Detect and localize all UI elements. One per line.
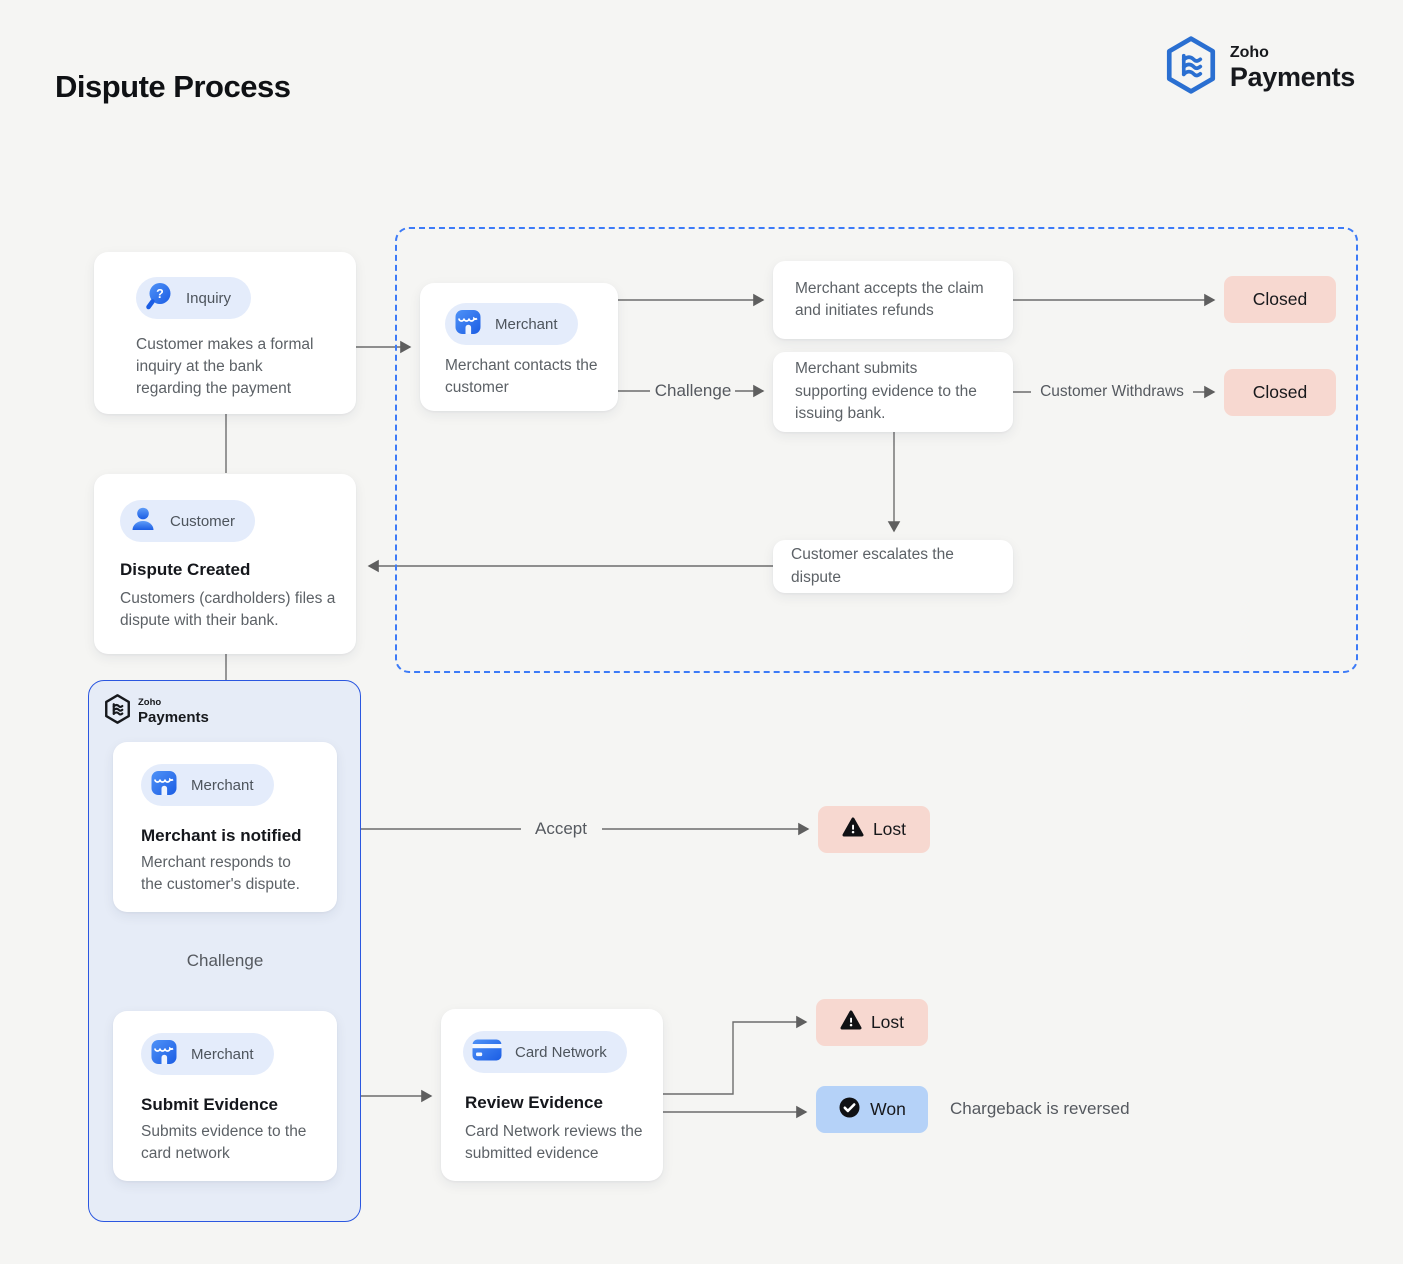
dispute-created-card: Customer Dispute Created Customers (card… [94,474,356,654]
inquiry-tag-label: Inquiry [186,289,232,307]
panel-hexagon-icon [104,694,131,729]
merchant-tag-label: Merchant [191,776,254,794]
warning-icon [842,816,864,843]
merchant-tag-label: Merchant [495,315,558,333]
customer-escalates-text: Customer escalates the dispute [791,546,954,586]
page-title: Dispute Process [55,68,291,104]
customer-withdraws-label: Customer Withdraws [1040,383,1184,400]
challenge-label-bottom: Challenge [186,951,264,970]
submit-evidence-title: Submit Evidence [141,1095,278,1114]
dispute-created-text: Customers (cardholders) files a dispute … [120,590,336,629]
merchant-notified-card: Merchant Merchant is notified Merchant r… [113,742,337,912]
merchant-contacts-card: Merchant Merchant contacts the customer [420,283,618,411]
bank-process-region [395,227,1358,673]
lost-badge-review: Lost [816,999,928,1046]
warning-icon [840,1009,862,1036]
customer-tag-label: Customer [170,512,236,530]
closed-badge-mid-label: Closed [1252,382,1308,402]
card-network-tag-label: Card Network [515,1043,607,1061]
lost-badge-accept: Lost [818,806,930,853]
inquiry-card: ? Inquiry Customer makes a formal inquir… [94,252,356,414]
review-evidence-text: Card Network reviews the submitted evide… [465,1123,643,1162]
challenge-label-top: Challenge [654,381,732,400]
svg-text:?: ? [156,287,164,301]
merchant-store-icon [149,768,179,803]
panel-payments-text: Payments [138,708,209,726]
closed-badge-top: Closed [1224,276,1336,323]
merchant-accepts-text: Merchant accepts the claim and initiates… [795,279,984,319]
check-circle-icon [838,1096,861,1124]
merchant-submits-box: Merchant submits supporting evidence to … [773,352,1013,432]
merchant-notified-title: Merchant is notified [141,826,302,845]
chargeback-note: Chargeback is reversed [950,1099,1130,1118]
accept-label: Accept [535,819,587,838]
card-network-icon [471,1037,503,1068]
merchant-store-icon [453,307,483,342]
dispute-created-title: Dispute Created [120,560,251,579]
merchant-store-icon [149,1037,179,1072]
merchant-accepts-box: Merchant accepts the claim and initiates… [773,261,1013,339]
merchant-contacts-text: Merchant contacts the customer [445,357,598,396]
merchant-submits-text: Merchant submits supporting evidence to … [795,360,977,423]
zoho-hexagon-icon [1164,36,1218,99]
lost-badge-review-label: Lost [870,1012,905,1032]
closed-badge-top-label: Closed [1252,289,1308,309]
merchant-notified-text: Merchant responds to the customer's disp… [141,854,300,893]
logo-payments-text: Payments [1229,61,1355,92]
lost-badge-accept-label: Lost [872,819,907,839]
closed-badge-mid: Closed [1224,369,1336,416]
inquiry-magnifier-icon: ? [144,281,174,316]
customer-person-icon [128,504,158,539]
zoho-payments-logo: Zoho Payments [1164,36,1355,99]
panel-zoho-payments-logo: Zoho Payments [104,694,209,729]
review-evidence-title: Review Evidence [465,1093,603,1112]
review-evidence-card: Card Network Review Evidence Card Networ… [441,1009,663,1181]
submit-evidence-text: Submits evidence to the card network [141,1123,307,1162]
logo-zoho-text: Zoho [1229,43,1269,61]
merchant-tag-label: Merchant [191,1045,254,1063]
inquiry-card-text: Customer makes a formal inquiry at the b… [136,336,314,397]
panel-zoho-text: Zoho [138,697,162,709]
customer-escalates-box: Customer escalates the dispute [773,540,1013,593]
won-badge-label: Won [870,1099,906,1119]
won-badge: Won [816,1086,928,1133]
submit-evidence-card: Merchant Submit Evidence Submits evidenc… [113,1011,337,1181]
